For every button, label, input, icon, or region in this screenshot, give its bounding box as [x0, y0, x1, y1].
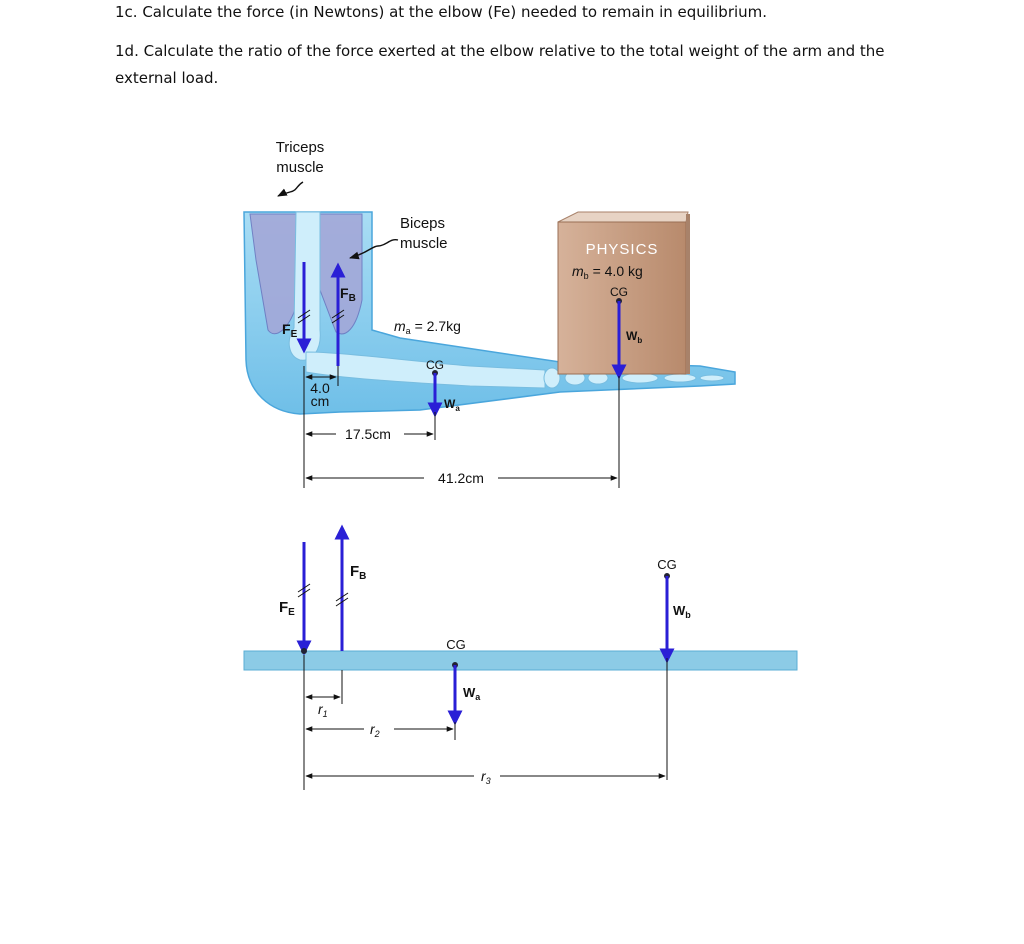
elbow-force-break	[297, 309, 311, 319]
biceps-force-break-2	[331, 314, 345, 324]
fbd-r1-label: r1	[318, 701, 328, 719]
fbd-book-cg-label: CG	[657, 557, 677, 572]
elbow-force-label: FE	[282, 321, 298, 340]
biceps-pointer	[349, 238, 399, 260]
elbow-force-break-2	[297, 314, 311, 324]
fbd-book-weight-label: Wb	[673, 603, 691, 620]
question-1d: 1d. Calculate the ratio of the force exe…	[115, 42, 885, 87]
fbd-biceps-force-label: FB	[350, 563, 366, 582]
book-title: PHYSICS	[586, 241, 659, 258]
dimension-17-5cm: 17.5cm	[345, 426, 391, 442]
book-cg-label: CG	[610, 285, 628, 299]
fbd-elbow-point	[301, 648, 307, 654]
dimension-4cm-unit: cm	[311, 393, 330, 409]
biceps-force-break	[331, 309, 345, 319]
fbd-elbow-force-label: FE	[279, 599, 295, 618]
fbd-dimensions	[303, 655, 668, 790]
arm-mass-label: ma = 2.7kg	[394, 318, 461, 336]
forearm-bones	[305, 351, 546, 389]
fbd-r2-label: r2	[370, 721, 380, 739]
biceps-force-label: FB	[340, 285, 356, 304]
physics-book	[557, 211, 690, 375]
fbd-biceps-break-2	[335, 597, 349, 607]
hand-bones	[543, 367, 725, 389]
triceps-label-line2: muscle	[276, 159, 324, 176]
arm-weight-label: Wa	[444, 397, 460, 413]
forearm-beam	[243, 650, 798, 671]
biceps-label-line1: Biceps	[400, 215, 445, 232]
dimension-4cm-value: 4.0	[310, 380, 330, 396]
top-dimensions	[303, 366, 620, 488]
question-1c: 1c. Calculate the force (in Newtons) at …	[115, 3, 768, 21]
fbd-elbow-break	[297, 583, 311, 593]
book-weight-label: Wb	[626, 329, 642, 345]
fbd-arm-weight-label: Wa	[463, 685, 481, 702]
triceps-pointer	[277, 181, 304, 197]
fbd-arm-cg-label: CG	[446, 637, 466, 652]
arm-cg-label: CG	[426, 358, 444, 372]
fbd-elbow-break-2	[297, 588, 311, 598]
book-mass-label: mb = 4.0 kg	[572, 263, 643, 281]
biceps-label-line2: muscle	[400, 235, 448, 252]
fbd-r3-label: r3	[481, 768, 491, 786]
dimension-41-2cm: 41.2cm	[438, 470, 484, 486]
triceps-label-line1: Triceps	[276, 139, 325, 156]
fbd-biceps-break	[335, 592, 349, 602]
